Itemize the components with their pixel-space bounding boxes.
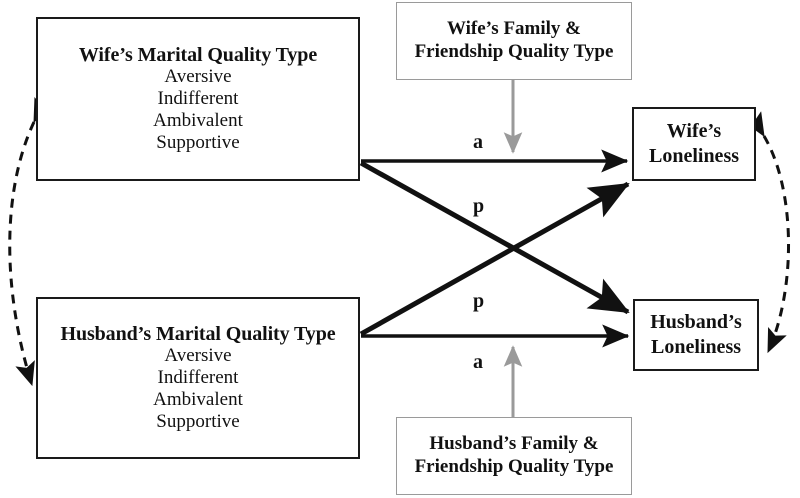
box-wife-marital-quality-item-1: Indifferent	[157, 88, 239, 110]
box-husband-family-friendship-quality-line2: Friendship Quality Type	[414, 456, 614, 477]
path-label-actor-wife: a	[473, 131, 483, 153]
box-wife-family-friendship-quality-line1: Wife’s Family &	[446, 18, 582, 40]
path-label-actor-husband: a	[473, 351, 483, 373]
box-wife-family-friendship-quality-line2: Friendship Quality Type	[414, 41, 614, 62]
box-wife-marital-quality-item-2: Ambivalent	[153, 110, 243, 132]
box-husband-marital-quality[interactable]: Husband’s Marital Quality Type Aversive …	[36, 297, 360, 459]
box-husband-marital-quality-item-3: Supportive	[156, 411, 240, 433]
box-husband-loneliness-line2: Loneliness	[650, 336, 742, 358]
box-wife-marital-quality[interactable]: Wife’s Marital Quality Type Aversive Ind…	[36, 17, 360, 181]
box-husband-loneliness-line1: Husband’s	[650, 311, 742, 333]
correlation-loneliness-dashed	[743, 111, 790, 354]
path-label-partner-wife-to-husband: p	[473, 195, 485, 217]
path-label-partner-husband-to-wife: p	[473, 290, 485, 312]
box-husband-family-friendship-quality[interactable]: Husband’s Family & Friendship Quality Ty…	[396, 417, 632, 495]
box-wife-loneliness-line1: Wife’s	[666, 120, 722, 142]
box-wife-marital-quality-item-0: Aversive	[164, 66, 232, 88]
box-husband-loneliness[interactable]: Husband’s Loneliness	[633, 299, 759, 371]
box-wife-loneliness[interactable]: Wife’s Loneliness	[632, 107, 756, 181]
box-husband-marital-quality-item-2: Ambivalent	[153, 389, 243, 411]
partner-path-husband-to-wife	[359, 181, 630, 337]
partner-path-wife-to-husband	[359, 160, 630, 315]
correlation-marital-dashed	[8, 97, 53, 387]
box-husband-marital-quality-item-0: Aversive	[164, 345, 232, 367]
box-wife-marital-quality-item-3: Supportive	[156, 132, 240, 154]
box-husband-marital-quality-title: Husband’s Marital Quality Type	[60, 322, 336, 345]
box-wife-family-friendship-quality[interactable]: Wife’s Family & Friendship Quality Type	[396, 2, 632, 80]
box-wife-loneliness-line2: Loneliness	[648, 145, 740, 167]
box-wife-marital-quality-title: Wife’s Marital Quality Type	[78, 43, 318, 66]
box-husband-family-friendship-quality-line1: Husband’s Family &	[429, 433, 599, 455]
box-husband-marital-quality-item-1: Indifferent	[157, 367, 239, 389]
